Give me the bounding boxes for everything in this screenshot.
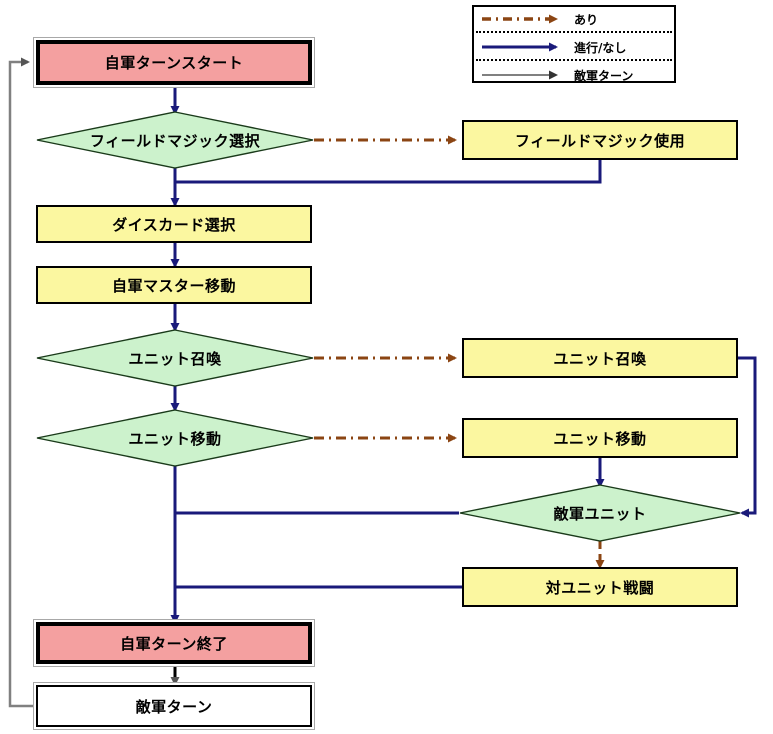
node-unit-battle[interactable] <box>462 567 738 607</box>
node-unit-summon-act[interactable] <box>462 338 738 378</box>
node-unit-move-act[interactable] <box>462 418 738 458</box>
node-field-magic-use[interactable] <box>462 120 738 160</box>
node-master-move[interactable] <box>36 266 312 304</box>
legend-divider-2 <box>476 59 672 63</box>
legend-label-shinkou: 進行/なし <box>574 40 627 55</box>
legend-divider-1 <box>476 31 672 35</box>
legend-label-tekigun-turn: 敵軍ターン <box>574 68 634 83</box>
shape-enemy-unit-check[interactable] <box>459 484 741 542</box>
shape-field-magic-choice[interactable] <box>36 111 314 169</box>
legend-row-ari: あり <box>474 7 674 31</box>
edge-summon-act-to-enemy-check <box>738 356 757 518</box>
edge-field-magic-use-return <box>176 160 602 184</box>
node-enemy-turn[interactable] <box>36 685 312 727</box>
node-dice-card-select[interactable] <box>36 205 312 243</box>
legend-sample-solid-gray-arrow-icon <box>474 63 574 87</box>
shape-unit-summon-choice[interactable] <box>36 329 314 387</box>
legend-label-ari: あり <box>574 12 599 27</box>
legend-panel: あり 進行/なし <box>472 5 676 83</box>
legend-sample-solid-blue-arrow-icon <box>474 35 574 59</box>
legend-row-tekigun-turn: 敵軍ターン <box>474 63 674 87</box>
legend-row-shinkou: 進行/なし <box>474 35 674 59</box>
legend-sample-dash-dot-arrow-icon <box>474 7 574 31</box>
shape-unit-move-choice[interactable] <box>36 409 314 467</box>
node-start-turn[interactable] <box>36 40 312 85</box>
node-end-turn[interactable] <box>36 622 312 664</box>
edge-enemy-turn-loop-to-start <box>8 57 36 708</box>
